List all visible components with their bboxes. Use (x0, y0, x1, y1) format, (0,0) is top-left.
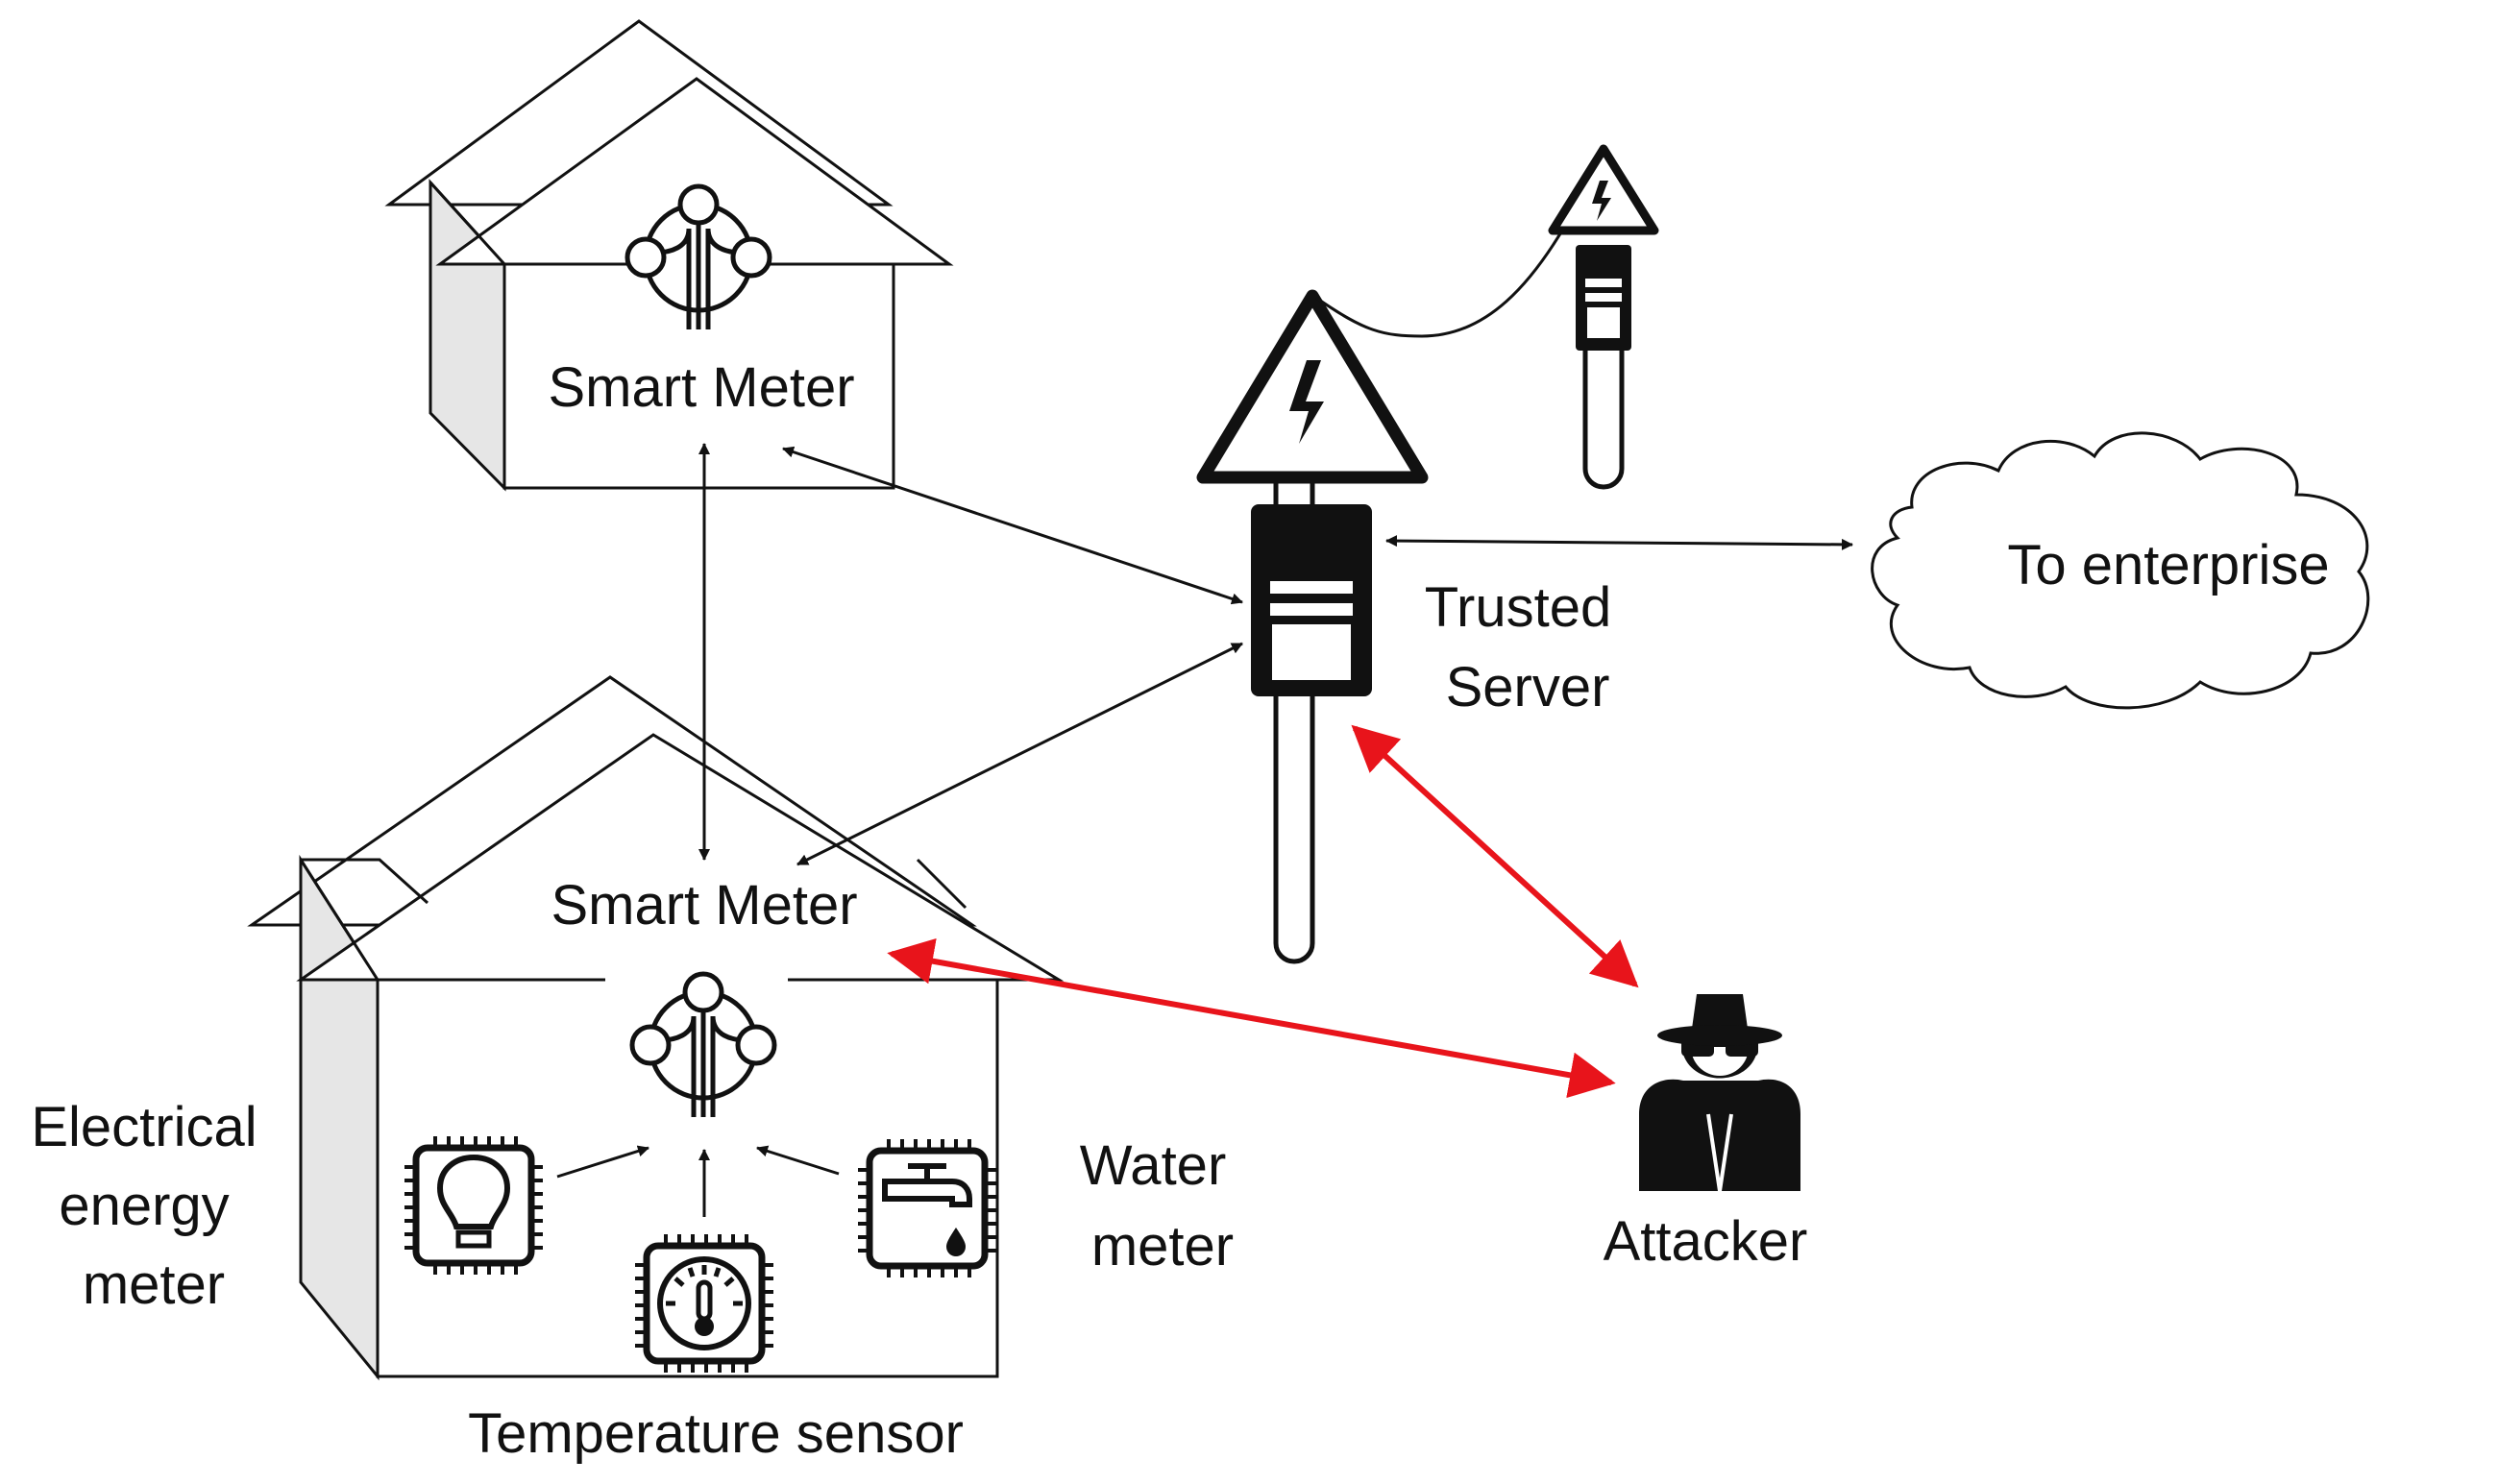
thermometer-gauge-chip-icon (635, 1234, 773, 1373)
link-bottom-meter-to-server (796, 642, 1243, 866)
house-bottom (247, 675, 1065, 1381)
lightbulb-chip-icon (404, 1136, 543, 1275)
attack-link-server (1351, 724, 1639, 988)
electrical-meter-label-line3: meter (83, 1253, 225, 1316)
link-server-to-enterprise (1385, 535, 1853, 550)
smart-meter-top-label: Smart Meter (548, 356, 854, 419)
water-meter-label-line1: Water (1080, 1134, 1227, 1197)
cloud-icon (1871, 431, 2370, 710)
smart-meter-bottom-label: Smart Meter (551, 874, 857, 937)
electrical-meter-label-line2: energy (59, 1175, 229, 1237)
spy-icon (1639, 994, 1800, 1192)
sensor-link-water (756, 1145, 840, 1176)
water-meter-label-line2: meter (1091, 1215, 1234, 1277)
small-high-voltage-icon (1548, 144, 1659, 490)
link-top-meter-to-server (782, 446, 1243, 605)
temperature-sensor-label: Temperature sensor (468, 1402, 964, 1465)
trusted-server-label-line2: Server (1446, 656, 1610, 718)
attack-link-meter (887, 937, 1616, 1099)
enterprise-label: To enterprise (2007, 534, 2329, 596)
sensor-link-electrical (556, 1145, 649, 1179)
trusted-server-label-line1: Trusted (1425, 576, 1611, 639)
electrical-meter-label-line1: Electrical (31, 1096, 257, 1158)
water-tap-chip-icon (858, 1139, 996, 1277)
high-voltage-server-icon (1196, 201, 1580, 964)
attacker-label: Attacker (1604, 1210, 1808, 1273)
